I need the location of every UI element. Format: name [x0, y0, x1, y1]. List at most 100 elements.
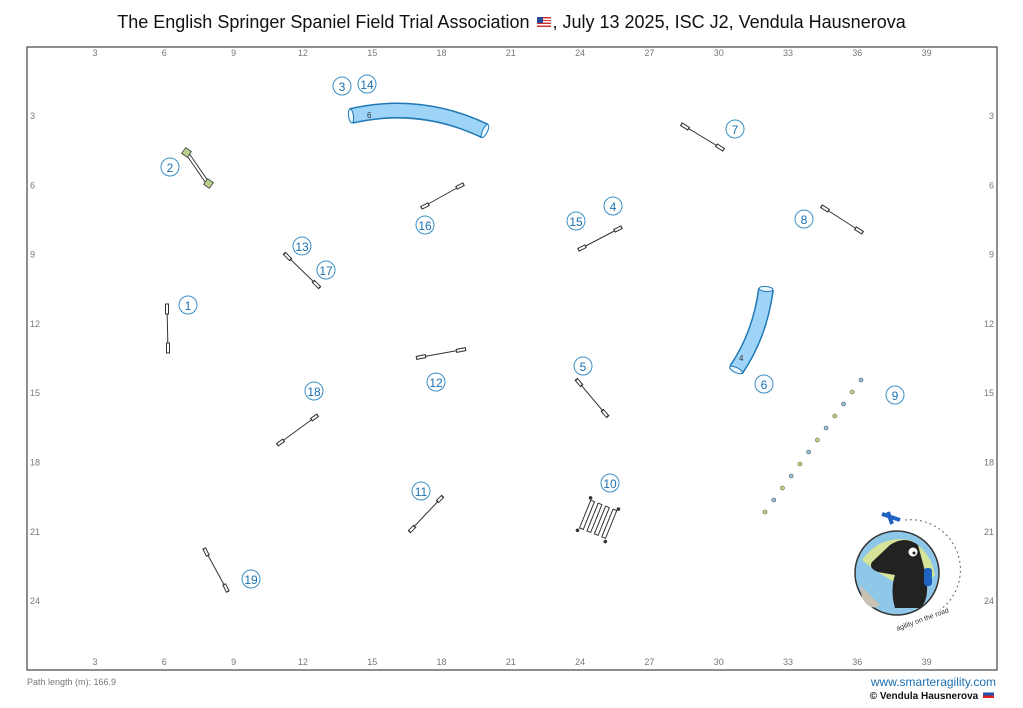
x-tick-label: 33: [783, 657, 793, 667]
obstacle-number-label: 1: [185, 299, 192, 313]
obstacle-number-8: 8: [794, 209, 814, 229]
x-tick-label: 15: [367, 48, 377, 58]
path-length: Path length (m): 166.9: [27, 677, 117, 687]
obstacle-number-label: 16: [418, 219, 432, 233]
x-tick-label: 9: [231, 657, 236, 667]
x-tick-label: 6: [162, 657, 167, 667]
copyright: © Vendula Hausnerova: [870, 690, 996, 702]
obstacle-number-14: 14: [357, 74, 377, 94]
obstacle-number-label: 9: [892, 389, 899, 403]
y-tick-label: 6: [30, 180, 35, 190]
tunnel-label: 6: [367, 111, 372, 120]
jump-1[interactable]: [165, 303, 170, 354]
obstacle-number-label: 6: [761, 378, 768, 392]
y-axis-left: 3 6 9 12 15 18 21 24: [30, 111, 40, 606]
x-tick-label: 9: [231, 48, 236, 58]
tunnel-top[interactable]: 6: [347, 102, 491, 139]
y-tick-label: 3: [989, 111, 994, 121]
y-tick-label: 15: [984, 388, 994, 398]
weave-pole: [858, 377, 864, 383]
x-tick-label: 24: [575, 657, 585, 667]
y-tick-label: 21: [984, 527, 994, 537]
y-tick-label: 18: [984, 458, 994, 468]
weave-pole: [806, 449, 811, 455]
y-tick-label: 3: [30, 111, 35, 121]
jump-wing-fill: [203, 123, 863, 592]
obstacle-number-label: 10: [603, 477, 617, 491]
y-tick-label: 12: [30, 319, 40, 329]
x-tick-label: 18: [436, 48, 446, 58]
agility-on-the-road-logo: agility on the road: [854, 511, 961, 633]
obstacle-number-12: 12: [426, 372, 446, 392]
copyright-text: © Vendula Hausnerova: [869, 691, 979, 702]
obstacle-number-9: 9: [885, 385, 905, 405]
obstacle-number-17: 17: [316, 260, 336, 280]
x-tick-label: 15: [367, 657, 377, 667]
jump-2[interactable]: [181, 147, 214, 189]
y-tick-label: 21: [30, 527, 40, 537]
obstacle-number-16: 16: [415, 215, 435, 235]
obstacle-number-15: 15: [566, 211, 586, 231]
x-tick-label: 30: [714, 48, 724, 58]
x-tick-label: 3: [92, 657, 97, 667]
obstacle-number-label: 18: [307, 385, 321, 399]
y-tick-label: 9: [30, 250, 35, 260]
weave-pole: [797, 461, 803, 467]
x-tick-label: 12: [298, 48, 308, 58]
obstacle-number-label: 3: [339, 80, 346, 94]
obstacle-number-label: 15: [569, 215, 583, 229]
obstacle-number-label: 2: [167, 161, 174, 175]
obstacle-number-5: 5: [573, 356, 593, 376]
obstacle-number-7: 7: [725, 119, 745, 139]
x-tick-label: 21: [506, 48, 516, 58]
sk-flag-icon: [983, 690, 994, 698]
y-tick-label: 6: [989, 180, 994, 190]
x-tick-label: 33: [783, 48, 793, 58]
website-link[interactable]: www.smarteragility.com: [870, 675, 996, 689]
tunnel-right[interactable]: 4: [729, 285, 774, 375]
weave-pole: [823, 425, 829, 431]
obstacle-number-label: 11: [415, 485, 428, 499]
y-tick-label: 15: [30, 388, 40, 398]
y-tick-label: 9: [989, 250, 994, 260]
x-tick-label: 6: [162, 48, 167, 58]
weave-pole: [771, 497, 777, 503]
obstacle-number-label: 4: [610, 200, 617, 214]
weave-pole: [762, 509, 768, 515]
course-frame: [26, 46, 998, 671]
obstacle-number-10: 10: [600, 473, 620, 493]
weave-pole: [780, 485, 785, 491]
y-tick-label: 18: [30, 458, 40, 468]
obstacle-number-13: 13: [292, 236, 312, 256]
obstacle-number-label: 13: [295, 240, 309, 254]
y-tick-label: 24: [30, 596, 40, 606]
obstacle-number-4: 4: [603, 196, 623, 216]
x-tick-label: 27: [644, 657, 654, 667]
obstacle-number-label: 17: [319, 264, 333, 278]
obstacle-number-label: 14: [360, 78, 374, 92]
obstacle-number-label: 7: [732, 123, 739, 137]
obstacle-number-label: 5: [580, 360, 587, 374]
tunnel-label: 4: [739, 354, 744, 363]
weave-poles[interactable]: [762, 377, 864, 515]
us-flag-icon: [536, 17, 551, 27]
x-tick-label: 27: [644, 48, 654, 58]
obstacle-number-11: 11: [411, 481, 431, 501]
x-tick-label: 12: [298, 657, 308, 667]
x-tick-label: 18: [436, 657, 446, 667]
title-event: The English Springer Spaniel Field Trial…: [117, 12, 530, 32]
x-tick-label: 39: [922, 657, 932, 667]
weave-pole: [788, 473, 794, 479]
x-tick-label: 21: [506, 657, 516, 667]
x-tick-label: 30: [714, 657, 724, 667]
y-tick-label: 12: [984, 319, 994, 329]
obstacle-number-label: 8: [801, 213, 808, 227]
long-jump[interactable]: [575, 496, 621, 544]
weave-pole: [815, 437, 820, 443]
course-title: The English Springer Spaniel Field Trial…: [0, 12, 1023, 33]
x-tick-label: 3: [92, 48, 97, 58]
